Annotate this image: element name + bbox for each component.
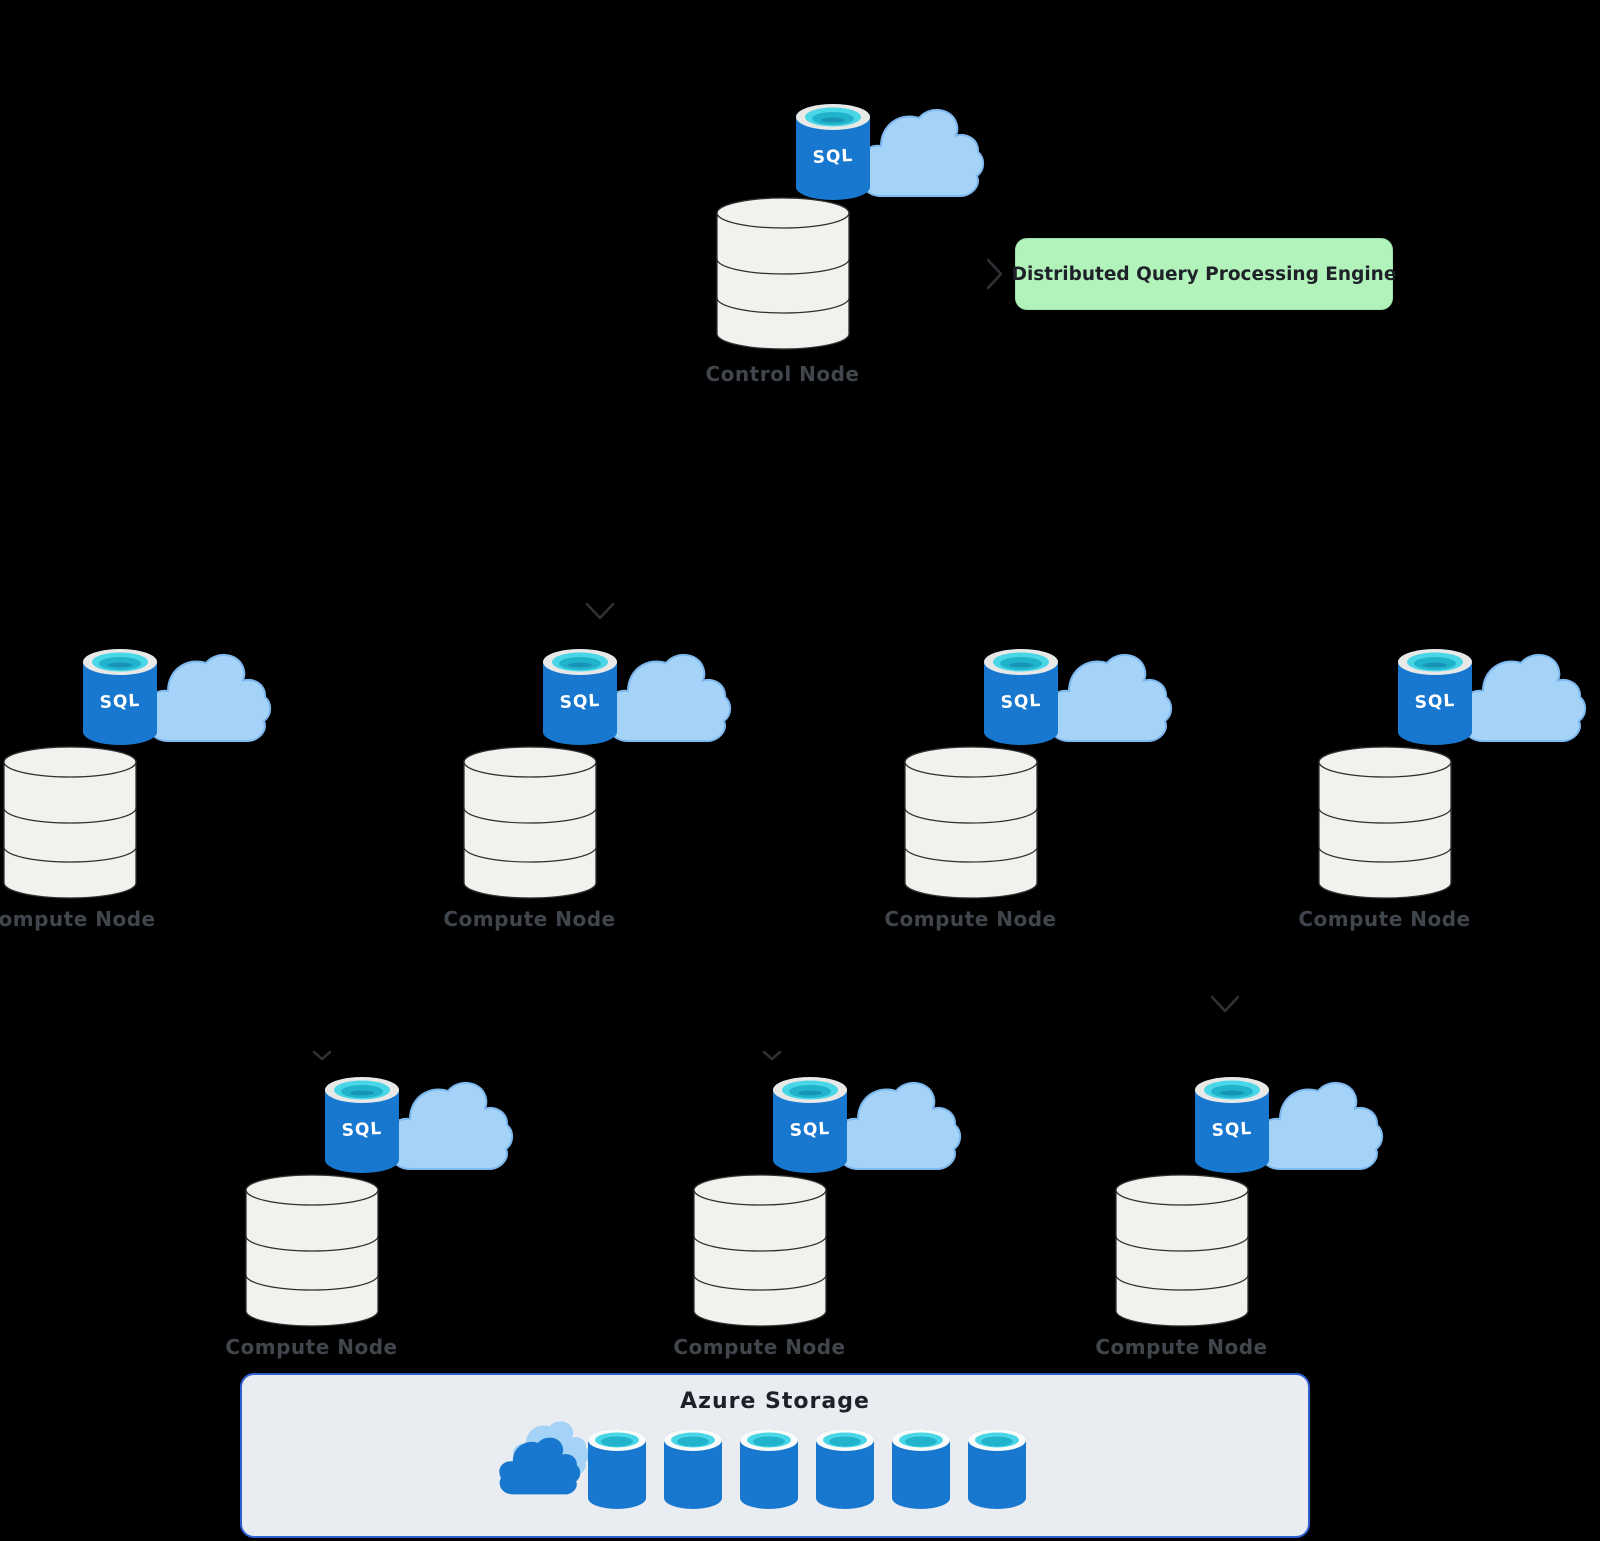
storage-disk-icon	[816, 1429, 874, 1509]
sql-label: SQL	[99, 690, 141, 714]
database-cylinder	[716, 197, 850, 350]
cloud-icon	[1461, 653, 1587, 742]
sql-label: SQL	[812, 145, 854, 169]
storage-disk-icon	[968, 1429, 1026, 1509]
storage-panel: Azure Storage	[240, 1373, 1310, 1538]
sql-label: SQL	[789, 1118, 831, 1142]
arrowhead-down-icon	[312, 1050, 332, 1061]
sql-cloud-icon: SQL	[324, 1076, 514, 1178]
cloud-icon	[1047, 653, 1173, 742]
sql-cloud-icon: SQL	[1194, 1076, 1384, 1178]
database-cylinder	[463, 746, 597, 899]
arrowhead-down-icon	[1210, 995, 1240, 1013]
storage-cloud-icon	[499, 1421, 590, 1495]
sql-cloud-icon: SQL	[795, 103, 985, 205]
cloud-icon	[836, 1081, 962, 1170]
cloud-icon	[388, 1081, 514, 1170]
cloud-icon	[1258, 1081, 1384, 1170]
compute-node-label: Compute Node	[1298, 907, 1471, 931]
cloud-icon	[146, 653, 272, 742]
compute-node-label: Compute Node	[0, 907, 156, 931]
database-cylinder	[245, 1174, 379, 1327]
storage-disk-icon	[892, 1429, 950, 1509]
sql-label: SQL	[1000, 690, 1042, 714]
sql-cloud-icon: SQL	[1397, 648, 1587, 750]
storage-disk-icon	[740, 1429, 798, 1509]
storage-disk-icon	[588, 1429, 646, 1509]
database-cylinder	[904, 746, 1038, 899]
compute-node-label: Compute Node	[673, 1335, 846, 1359]
sql-cloud-icon: SQL	[772, 1076, 962, 1178]
database-cylinder	[1115, 1174, 1249, 1327]
sql-cloud-icon: SQL	[983, 648, 1173, 750]
arrowhead-down-icon	[762, 1050, 782, 1061]
database-cylinder	[3, 746, 137, 899]
sql-cloud-icon: SQL	[82, 648, 272, 750]
sql-label: SQL	[559, 690, 601, 714]
cloud-icon	[606, 653, 732, 742]
sql-label: SQL	[341, 1118, 383, 1142]
compute-node-label: Compute Node	[443, 907, 616, 931]
compute-node-label: Compute Node	[884, 907, 1057, 931]
arrowhead-down-icon	[585, 602, 615, 620]
compute-node-label: Compute Node	[1095, 1335, 1268, 1359]
storage-disk-icon	[664, 1429, 722, 1509]
engine-label: Distributed Query Processing Engine	[1011, 263, 1397, 285]
database-cylinder	[693, 1174, 827, 1327]
sql-label: SQL	[1414, 690, 1456, 714]
compute-node-label: Compute Node	[225, 1335, 398, 1359]
arrowhead-right-icon	[986, 258, 1003, 290]
database-cylinder	[1318, 746, 1452, 899]
sql-label: SQL	[1211, 1118, 1253, 1142]
sql-cloud-icon: SQL	[542, 648, 732, 750]
cloud-icon	[859, 108, 985, 197]
storage-title: Azure Storage	[680, 1389, 870, 1414]
control-node-label: Control Node	[705, 362, 860, 386]
storage-disk-row	[586, 1427, 1028, 1511]
engine-box: Distributed Query Processing Engine	[1012, 238, 1396, 310]
